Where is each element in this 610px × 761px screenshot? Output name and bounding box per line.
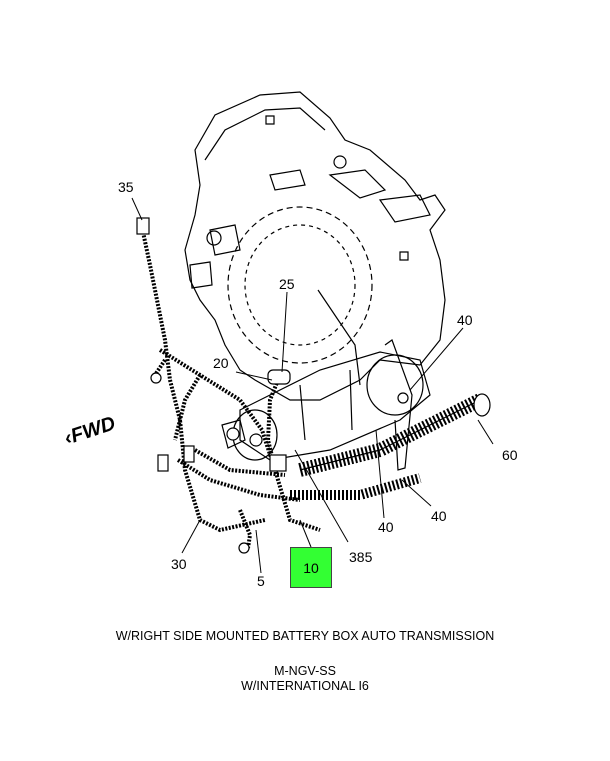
caption-configuration: W/RIGHT SIDE MOUNTED BATTERY BOX AUTO TR… [115,629,495,643]
flywheel-housing [184,91,446,401]
callout-40-right: 40 [431,508,447,524]
callout-5: 5 [257,573,265,589]
starter-motor [221,339,431,471]
callout-30: 30 [171,556,187,572]
callout-35: 35 [118,179,134,195]
battery-cable-bundle [290,393,491,500]
callout-60: 60 [502,447,518,463]
caption-model: M-NGV-SS [274,664,336,678]
callout-40-middle: 40 [378,519,394,535]
callout-20: 20 [213,355,229,371]
leader-lines [131,197,494,574]
callout-385: 385 [349,549,373,565]
callout-40-top: 40 [457,312,473,328]
harness-connectors [136,217,291,554]
caption-engine: W/INTERNATIONAL I6 [241,679,369,693]
callout-25: 25 [279,276,295,292]
callout-10-label: 10 [303,559,319,576]
callout-10-highlight[interactable]: 10 [290,547,332,588]
